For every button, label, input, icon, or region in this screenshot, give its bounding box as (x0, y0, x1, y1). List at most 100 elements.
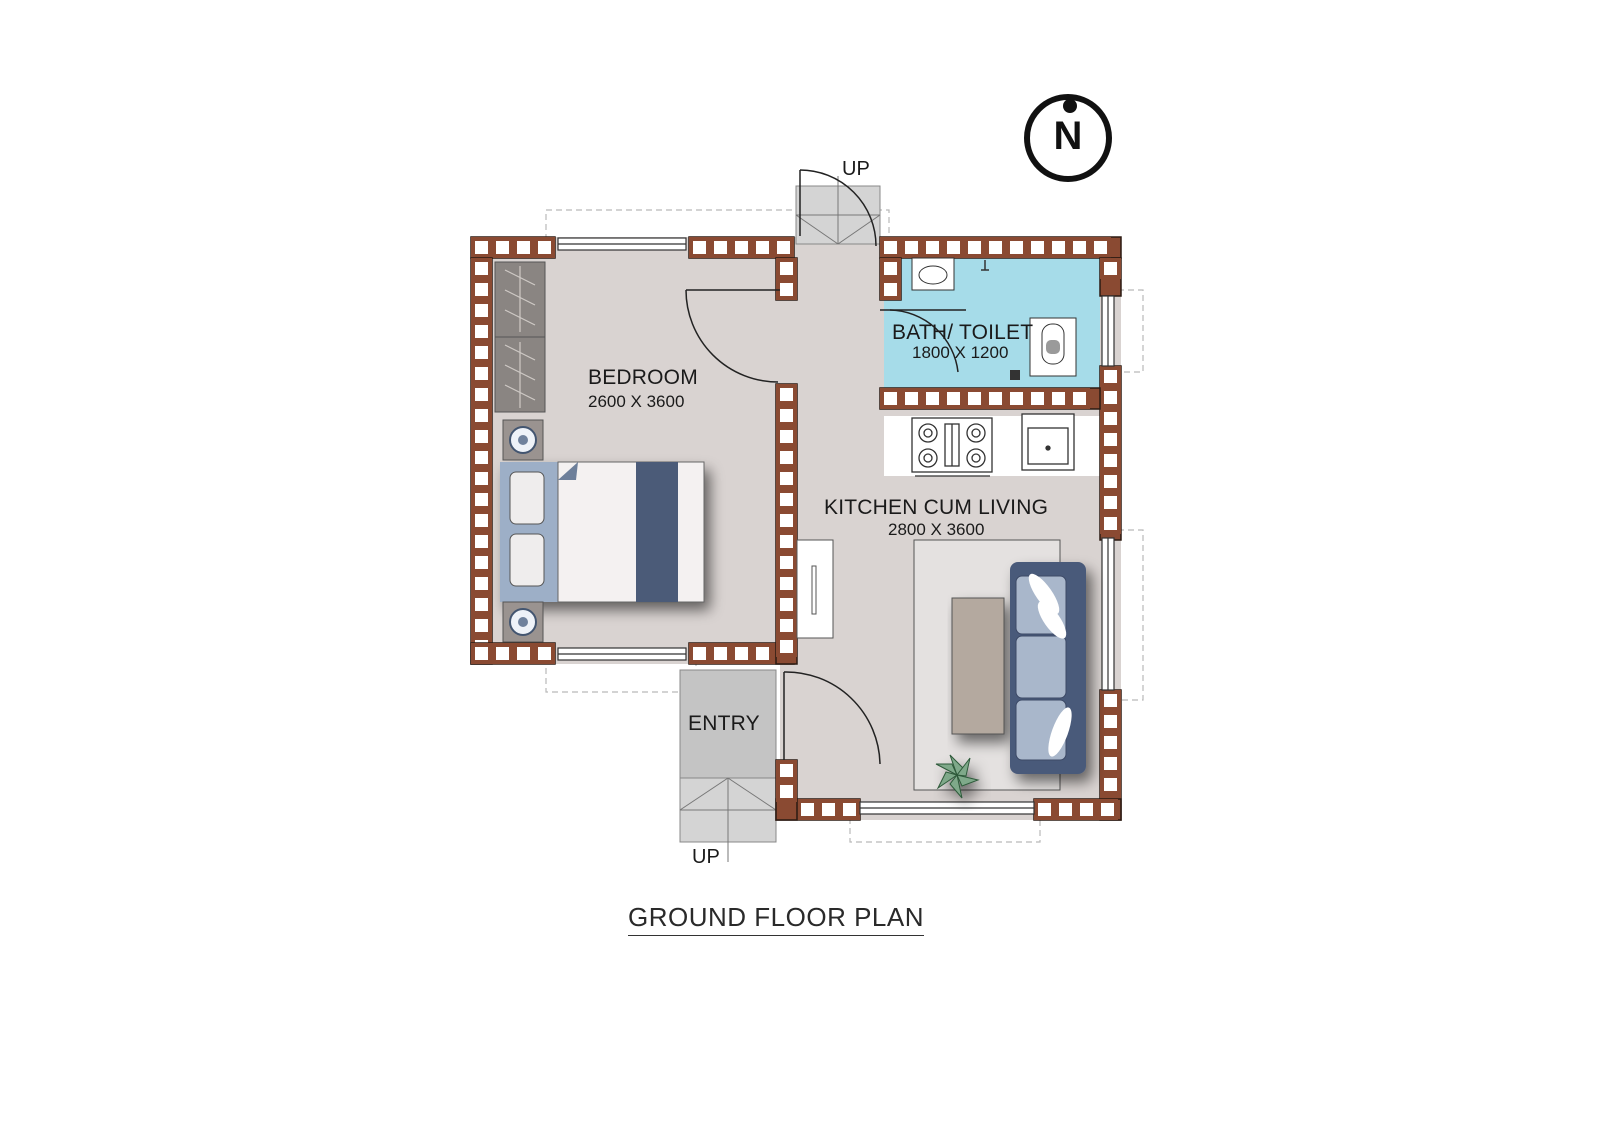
wall-block (1100, 753, 1121, 774)
wall-block (1034, 799, 1055, 820)
wall-block (985, 388, 1006, 409)
wall-block (471, 342, 492, 363)
wall-block (1100, 450, 1121, 471)
wall-block (471, 489, 492, 510)
wall-block (752, 643, 773, 664)
wall-block (1006, 388, 1027, 409)
coffee-table (951, 597, 1005, 735)
wall-block (776, 405, 797, 426)
wall-block (1100, 732, 1121, 753)
wall-block (471, 363, 492, 384)
entry-label: ENTRY (688, 712, 760, 735)
wall-block (471, 552, 492, 573)
wall-block (471, 615, 492, 636)
wall-block (922, 237, 943, 258)
wall-block (1100, 366, 1121, 387)
wall-block (1069, 388, 1090, 409)
wall-block (1048, 388, 1069, 409)
wall-block (1027, 388, 1048, 409)
wall-block (773, 237, 794, 258)
wall-block (492, 237, 513, 258)
bath-size: 1800 X 1200 (912, 343, 1009, 362)
wall-block (1090, 237, 1111, 258)
wall-block (797, 799, 818, 820)
wall-block (1100, 690, 1121, 711)
north-arrow-icon: N (1024, 94, 1112, 182)
wall-block (1027, 237, 1048, 258)
wall-block (534, 643, 555, 664)
wall-block (471, 447, 492, 468)
wall-block (943, 388, 964, 409)
kitchen-living-size: 2800 X 3600 (888, 520, 985, 539)
wall-block (880, 258, 901, 279)
wall-block (776, 426, 797, 447)
wall-block (776, 489, 797, 510)
wall-block (776, 258, 797, 279)
wall-block (901, 237, 922, 258)
windows (557, 237, 1115, 815)
wall-block (1100, 258, 1121, 279)
wall-block (471, 279, 492, 300)
kitchen-sink (1021, 413, 1075, 471)
wall-block (776, 279, 797, 300)
wall-block (776, 573, 797, 594)
wall-block (1100, 774, 1121, 795)
wall-block (1076, 799, 1097, 820)
wall-block (1048, 237, 1069, 258)
kitchen-living-label: KITCHEN CUM LIVING (824, 496, 1049, 519)
stove (911, 417, 993, 477)
wall-block (710, 643, 731, 664)
bedroom-size: 2600 X 3600 (588, 392, 685, 411)
wall-block (471, 384, 492, 405)
wall-block (964, 388, 985, 409)
wall-block (1100, 513, 1121, 534)
north-letter: N (1053, 114, 1083, 158)
wall-block (471, 405, 492, 426)
wall-block (985, 237, 1006, 258)
bedroom-label: BEDROOM (588, 366, 698, 389)
wall-block (1100, 492, 1121, 513)
wardrobe (494, 261, 546, 413)
wall-block (1006, 237, 1027, 258)
wall-block (1100, 429, 1121, 450)
wall-block (839, 799, 860, 820)
wall-block (964, 237, 985, 258)
wall-block (731, 643, 752, 664)
potted-plant (935, 754, 980, 799)
wall-block (1100, 387, 1121, 408)
wall-block (1069, 237, 1090, 258)
wall-block (776, 384, 797, 405)
wall-block (513, 643, 534, 664)
wall-block (776, 468, 797, 489)
wall-block (710, 237, 731, 258)
wall-block (776, 510, 797, 531)
double-bed (500, 461, 705, 603)
plan-title: GROUND FLOOR PLAN (628, 902, 924, 936)
wall-block (1100, 471, 1121, 492)
exterior-walls (470, 236, 1122, 821)
stair-up-top-label: UP (842, 158, 870, 180)
wall-block (776, 447, 797, 468)
entry-porch (679, 669, 777, 862)
wall-block (534, 237, 555, 258)
wall-block (943, 237, 964, 258)
bedside-tables (502, 419, 544, 643)
wall-block (776, 552, 797, 573)
wall-block (818, 799, 839, 820)
sofa (1010, 562, 1086, 774)
wall-block (1055, 799, 1076, 820)
bath-fixtures (911, 257, 1077, 380)
wall-block (492, 643, 513, 664)
wall-block (880, 279, 901, 300)
wall-block (776, 781, 797, 802)
wall-block (776, 615, 797, 636)
wall-block (776, 636, 797, 657)
wall-block (471, 531, 492, 552)
wall-cabinet (796, 539, 834, 639)
wall-block (752, 237, 773, 258)
wall-block (689, 237, 710, 258)
wall-block (471, 510, 492, 531)
top-stair (795, 176, 881, 245)
wall-block (471, 594, 492, 615)
wall-block (471, 573, 492, 594)
